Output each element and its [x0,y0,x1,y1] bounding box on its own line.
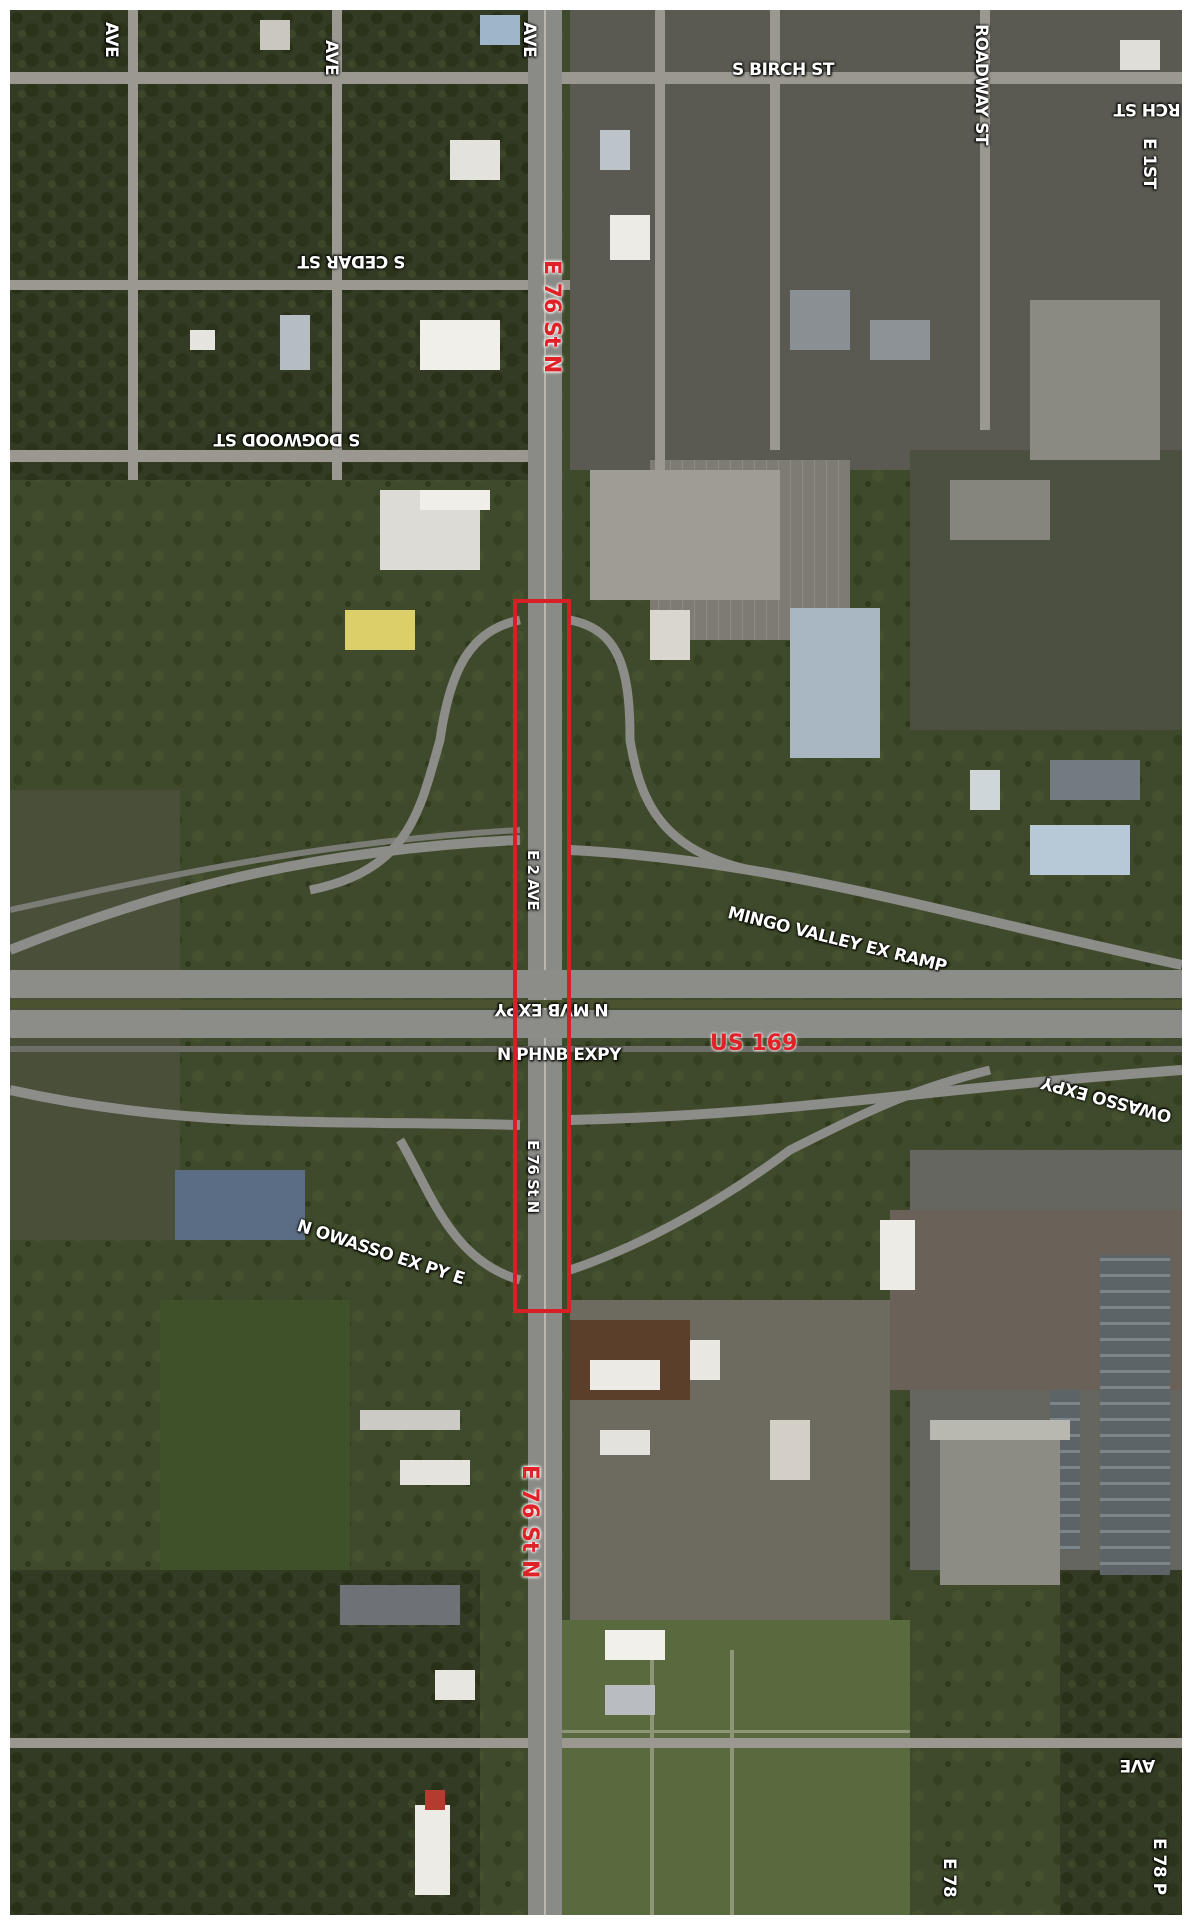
label-e-2-ave: E 2 AVE [524,850,542,911]
label-e-78: E 78 [939,1858,959,1898]
label-birch-st-flipped: RCH ST [1114,99,1181,119]
label-ave-top-main: AVE [519,22,539,58]
label-s-cedar-st: S CEDAR ST [298,251,406,271]
label-n-phnb-expy: N PHNB EXPY [497,1045,621,1065]
label-e-76-st-n-south: E 76 St N [517,1465,542,1579]
label-s-birch-st: S BIRCH ST [732,60,835,80]
label-us-169[interactable]: US 169 [710,1031,798,1056]
aerial-imagery [10,10,1182,1915]
label-s-dogwood-st: S DOGWOOD ST [214,429,361,449]
label-ave-top-left: AVE [101,22,121,58]
label-ave-right: AVE [1120,1755,1156,1775]
label-ave-top-mid: AVE [321,40,341,76]
label-broadway-st: ROADWAY ST [971,24,991,145]
label-e-76-st-n-bridge: E 76 St N [524,1140,542,1213]
project-area-highlight[interactable] [513,599,571,1313]
label-e-1st: E 1ST [1139,138,1159,189]
aerial-map[interactable]: S BIRCH ST RCH ST E 1ST ROADWAY ST S CED… [10,10,1182,1915]
label-e-78-p: E 78 P [1149,1838,1169,1895]
label-e-76-st-n-north: E 76 St N [539,260,564,374]
